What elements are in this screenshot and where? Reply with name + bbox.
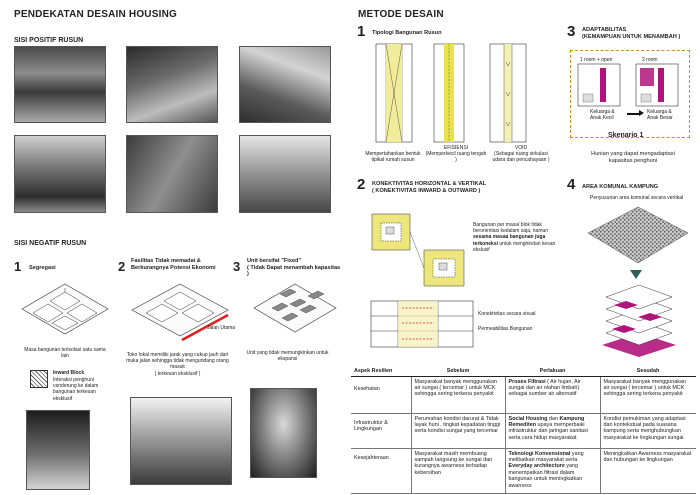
treat-rest: ( Air hujan, Air sungai dan air olahan l… [508, 378, 581, 398]
segregation-diagram [21, 283, 109, 335]
scenario-label: Skenario 1 [608, 132, 644, 139]
issue-2-number: 2 [118, 259, 126, 274]
unit-a-label: 1 room + open [580, 57, 613, 63]
sec3-number: 3 [567, 23, 576, 40]
inward-block-text: Interaksi penghuni cenderung ke dalam ba… [53, 377, 99, 402]
photo-positive-3 [239, 46, 331, 123]
table-row: Infrastruktur & Lingkungan Perumahan kon… [351, 413, 696, 449]
sec4-number: 4 [567, 176, 576, 193]
row-aspect: Infrastruktur & Lingkungan [351, 413, 411, 449]
positive-heading: SISI POSITIF RUSUN [14, 37, 84, 44]
sec3-caption: Hunian yang dapat mengadaptasi kapasitas… [591, 151, 675, 164]
treat-mid: dan [547, 415, 560, 422]
table-row: Kesehatan Masyarakat banyak menggunakan … [351, 376, 696, 414]
sec2-number: 2 [357, 176, 366, 193]
road-label: Jalan Utama [207, 325, 236, 331]
treat-bold-2: Everyday architecture [508, 463, 565, 470]
sec1-number: 1 [357, 23, 366, 40]
row-aspect: Kesejahteraan [351, 448, 411, 494]
issue-3-caption: Unit yang tidak memungkinkan untuk ekspa… [246, 350, 329, 363]
right-title: METODE DESAIN [358, 9, 444, 20]
unit-b-label: 2 room [642, 57, 658, 63]
photo-negative-2 [130, 397, 232, 485]
row-after: Masyarakat banyak menggunakan air sungai… [599, 376, 696, 414]
adaptability-frame [570, 50, 690, 138]
sec2-label-permeability: Permeabilitas Bangunan [478, 326, 533, 332]
row-aspect: Kesehatan [351, 376, 411, 414]
col-aspect: Aspek Resilien [351, 366, 411, 377]
kampung-site-diagram [587, 206, 689, 264]
treat-rest: upaya memperbaiki infrastruktur dan jari… [508, 421, 588, 441]
arrow-head [639, 110, 644, 116]
photo-positive-5 [126, 135, 218, 213]
left-title: PENDEKATAN DESAIN HOUSING [14, 9, 177, 20]
down-arrow [630, 270, 642, 279]
treat-bold: Proses Filtrasi [508, 378, 546, 385]
connectivity-section [370, 300, 474, 348]
issue-1-number: 1 [14, 259, 22, 274]
table-header-row: Aspek Resilien Sebelum Perlakuan Sesudah [351, 366, 696, 377]
adaptability-plans [577, 63, 679, 107]
sec2-title: KONEKTIVITAS HORIZONTAL & VERTIKAL ( KON… [372, 181, 487, 194]
connectivity-plan [371, 213, 465, 287]
sec2-desc-1: Bangunan per masa/ blok tidak berorienta… [473, 222, 549, 235]
issue-2-title: Fasilitas Tidak memadai & Berkurangnya P… [131, 258, 216, 271]
inward-block-swatch [30, 370, 48, 388]
col-after: Sesudah [600, 366, 696, 377]
treat-bold-2: Kampung Remediten [508, 415, 585, 428]
resilience-table: Aspek Resilien Sebelum Perlakuan Sesudah… [351, 366, 696, 494]
row-before: Masyarakat masih membuang sampah langsun… [410, 448, 505, 494]
treat-mid: yang melibatkan masyarakat serta [508, 450, 584, 463]
facility-diagram [131, 283, 229, 342]
table-row: Kesejahteraan Masyarakat masih membuang … [351, 448, 696, 494]
photo-negative-3 [250, 388, 317, 478]
sec2-desc: Bangunan per masa/ blok tidak berorienta… [473, 222, 558, 253]
sec2-desc-2: untuk menghindari kesan ekslusif [473, 240, 556, 253]
treat-bold: Teknologi Konvensional [508, 450, 571, 457]
sec1-title: Tipologi Bangunan Rusun [372, 30, 442, 36]
sec1-caption-1: Mempertahankan bentuk tipikal rumah susu… [365, 151, 421, 164]
sec1-caption-2: EFISIENSI (Memperkecil ruang tengah ) [425, 145, 487, 164]
row-before: Masyarakat banyak menggunakan air sungai… [410, 376, 505, 414]
sec2-desc-bold: sesama masaa bangunan juga terkoneksi [473, 234, 546, 247]
row-before: Perumahan kondisi darurat & Tidak layak … [410, 413, 505, 449]
photo-negative-1 [26, 410, 90, 490]
vertical-communal-diagram [602, 284, 676, 357]
row-after: Kondisi pemukiman yang adaptasi dan kont… [599, 413, 696, 449]
issue-1-title: Segregasi [29, 265, 56, 271]
sec4-title: AREA KOMUNAL KAMPUNG [582, 184, 659, 190]
col-before: Sebelum [411, 366, 505, 377]
photo-positive-4 [14, 135, 106, 213]
family-a: Keluarga & Anak Kecil [590, 109, 615, 122]
row-treatment: Social Housing dan Kampung Remediten upa… [504, 413, 600, 449]
family-b: Keluarga & Anak Besar [647, 109, 673, 122]
sec3-title: ADAPTABILITAS (KEMAMPUAN UNTUK MENAMBAH … [582, 27, 681, 40]
treat-rest: yang menempatkan filtrasi dalam bangunan… [508, 463, 583, 489]
scenario-arrow [627, 113, 641, 115]
row-treatment: Proses Filtrasi ( Air hujan, Air sungai … [504, 376, 600, 414]
typology-diagram [375, 43, 527, 143]
row-after: Meningkatkan Awarness masyarakat dan hub… [599, 448, 696, 494]
sec1-caption-3: VOID (Sebagai ruang sirkulasi udara dan … [492, 145, 550, 164]
photo-positive-1 [14, 46, 106, 123]
issue-1-caption: Masa bangunan terisolasi satu sama lain [24, 347, 106, 360]
row-treatment: Teknologi Konvensional yang melibatkan m… [504, 448, 600, 494]
negative-heading: SISI NEGATIF RUSUN [14, 240, 87, 247]
fixed-unit-diagram [253, 283, 337, 333]
issue-3-number: 3 [233, 259, 241, 274]
col-treatment: Perlakuan [505, 366, 600, 377]
sec4-caption: Penyusunan area komunal secara vertikal [590, 195, 684, 201]
photo-positive-2 [126, 46, 218, 123]
issue-3-title: Unit bersifat "Fixed" ( Tidak Dapat mena… [247, 258, 341, 278]
photo-positive-6 [239, 135, 331, 213]
sec2-label-visual: Konektivitas secara visual [478, 311, 536, 317]
treat-bold: Social Housing [508, 415, 548, 422]
inward-block-title: Inward Block [53, 370, 85, 376]
issue-2-caption: Toko lokal memiliki jarak yang cukup jau… [126, 352, 229, 377]
